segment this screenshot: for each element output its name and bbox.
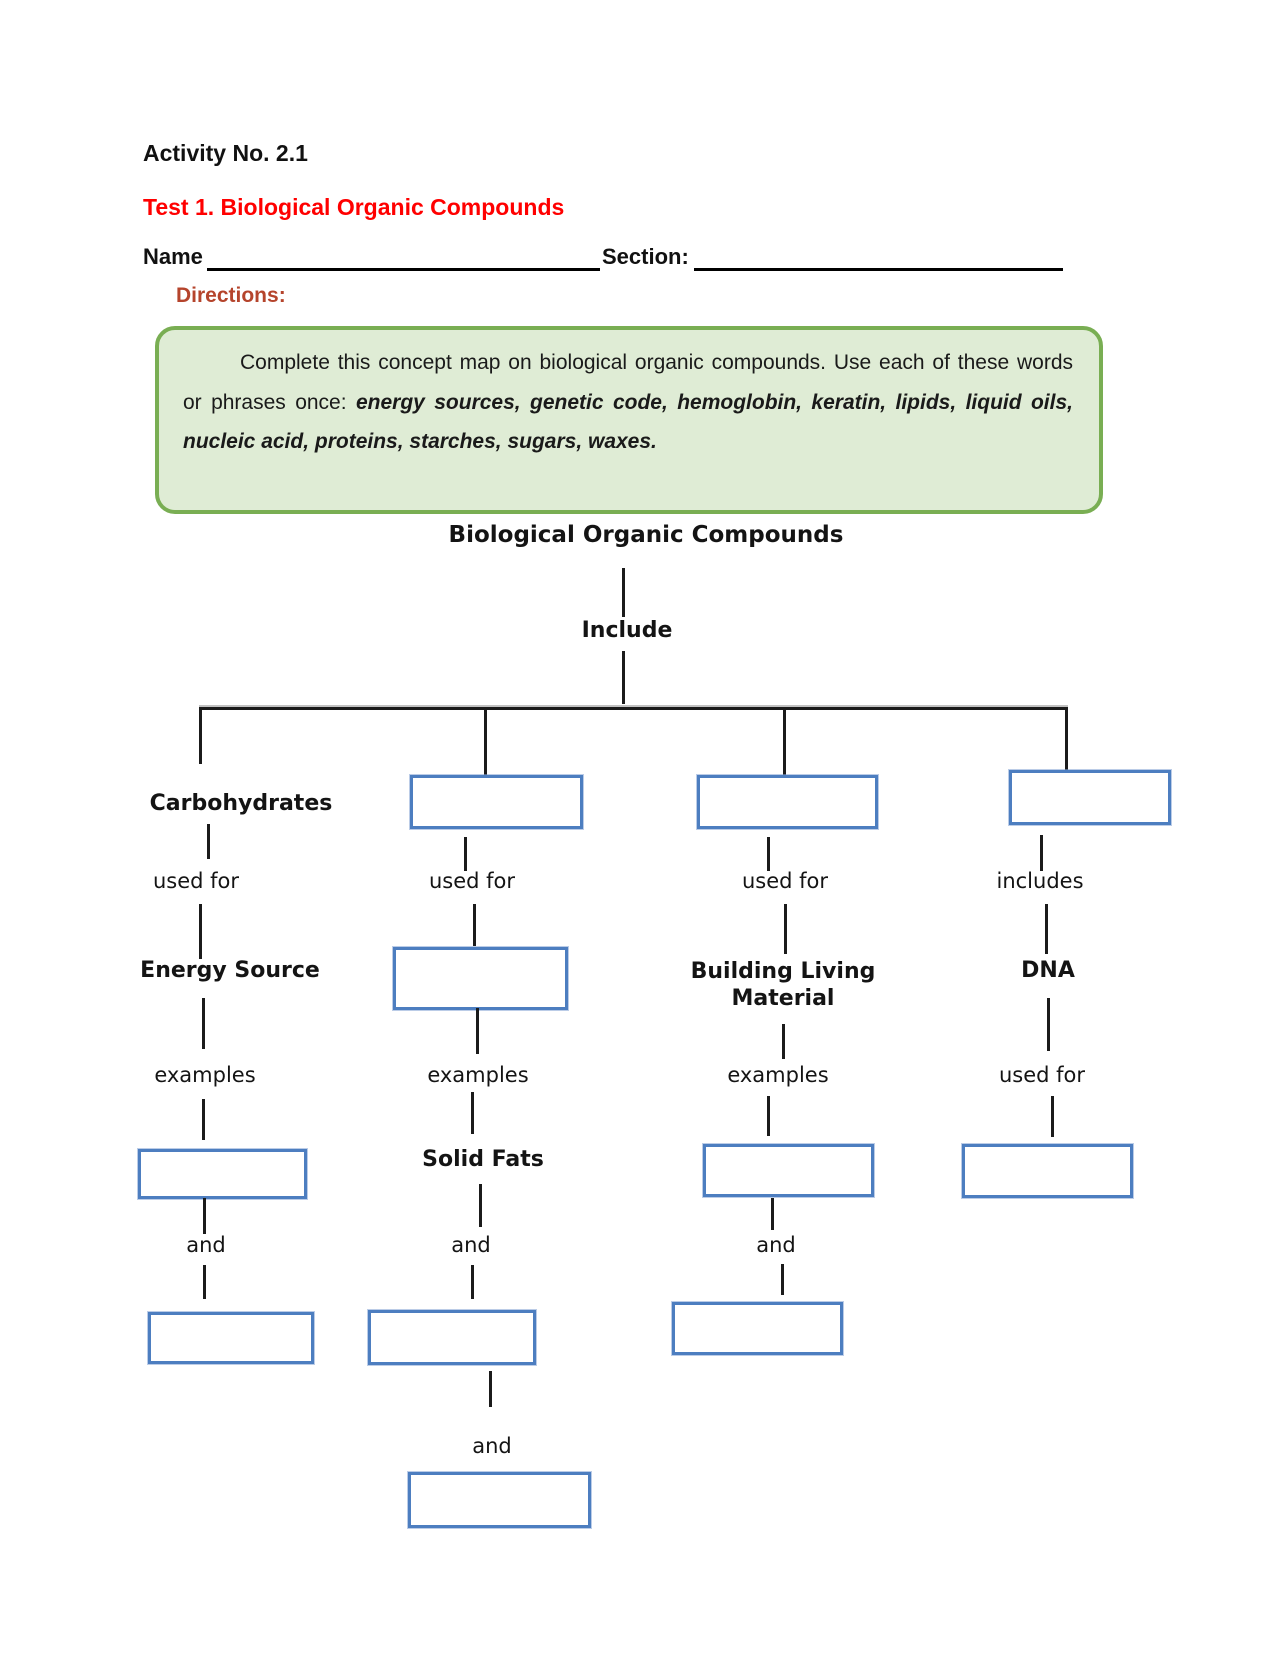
connector-line <box>782 1024 785 1059</box>
connector-line <box>1051 1096 1054 1137</box>
directions-label: Directions: <box>176 284 286 307</box>
answer-box-col3-branch[interactable] <box>697 775 878 829</box>
solid-fats-label: Solid Fats <box>422 1147 544 1172</box>
connector-line <box>199 904 202 959</box>
includes-label-col4: includes <box>996 869 1084 893</box>
connector-line <box>489 1371 492 1407</box>
used-for-label-col1: used for <box>152 869 240 893</box>
drop-line-col3 <box>783 707 786 775</box>
used-for-label-col3: used for <box>741 869 829 893</box>
directions-text: Complete this concept map on biological … <box>183 343 1073 462</box>
connector-line <box>1045 904 1048 954</box>
include-label: Include <box>581 618 673 643</box>
directions-word-list: energy sources, genetic code, hemoglobin… <box>183 390 1073 454</box>
answer-box-col2-example3[interactable] <box>408 1472 591 1528</box>
and-label-col2a: and <box>451 1233 491 1257</box>
connector-line <box>479 1184 482 1227</box>
drop-line-col4 <box>1065 707 1068 771</box>
connector-line <box>767 1096 770 1136</box>
examples-label-col1: examples <box>154 1063 256 1087</box>
connector-line <box>1047 998 1050 1051</box>
connector-line <box>1040 835 1043 871</box>
connector-line <box>203 1198 206 1234</box>
answer-box-col3-example1[interactable] <box>703 1144 874 1197</box>
and-label-col3: and <box>756 1233 796 1257</box>
answer-box-col2-example2[interactable] <box>368 1310 536 1365</box>
used-for-label-col2: used for <box>428 869 516 893</box>
directions-box: Complete this concept map on biological … <box>155 326 1103 514</box>
dna-label: DNA <box>1021 958 1075 983</box>
section-label: Section: <box>602 244 689 269</box>
answer-box-col2-purpose[interactable] <box>393 947 568 1010</box>
root-node-label: Biological Organic Compounds <box>448 522 844 548</box>
name-blank-line[interactable] <box>207 268 600 271</box>
activity-title: Activity No. 2.1 <box>143 140 308 166</box>
answer-box-col1-example2[interactable] <box>148 1312 314 1364</box>
connector-line <box>203 1265 206 1299</box>
connector-line <box>464 837 467 871</box>
branch-bar <box>199 707 1068 710</box>
connector-line <box>784 904 787 954</box>
answer-box-col2-branch[interactable] <box>410 775 583 829</box>
directions-intro: Complete this concept map on biological … <box>183 351 1073 414</box>
answer-box-col4-branch[interactable] <box>1009 770 1171 825</box>
connector-line <box>207 824 210 859</box>
connector-line <box>771 1198 774 1230</box>
connector-line <box>471 1265 474 1299</box>
connector-line <box>473 904 476 946</box>
used-for-label-col4: used for <box>998 1063 1086 1087</box>
test-title: Test 1. Biological Organic Compounds <box>143 194 565 220</box>
drop-line-col1 <box>199 707 202 764</box>
answer-box-col3-example2[interactable] <box>672 1302 843 1355</box>
connector-line <box>781 1264 784 1295</box>
connector-line <box>471 1092 474 1134</box>
carbohydrates-label: Carbohydrates <box>149 791 333 816</box>
trunk-line <box>622 651 625 704</box>
examples-label-col3: examples <box>727 1063 829 1087</box>
answer-box-col1-example1[interactable] <box>138 1149 307 1199</box>
building-living-material-label: Building Living Material <box>690 959 876 1011</box>
answer-box-col4-usedfor[interactable] <box>962 1144 1133 1198</box>
drop-line-col2 <box>484 707 487 776</box>
connector-line <box>476 1008 479 1054</box>
trunk-line <box>622 568 625 617</box>
connector-line <box>202 998 205 1049</box>
and-label-col2b: and <box>472 1434 512 1458</box>
name-label: Name <box>143 244 203 269</box>
energy-source-label: Energy Source <box>140 958 320 983</box>
examples-label-col2: examples <box>427 1063 529 1087</box>
section-blank-line[interactable] <box>694 268 1063 271</box>
connector-line <box>202 1099 205 1140</box>
and-label-col1: and <box>186 1233 226 1257</box>
connector-line <box>767 837 770 871</box>
